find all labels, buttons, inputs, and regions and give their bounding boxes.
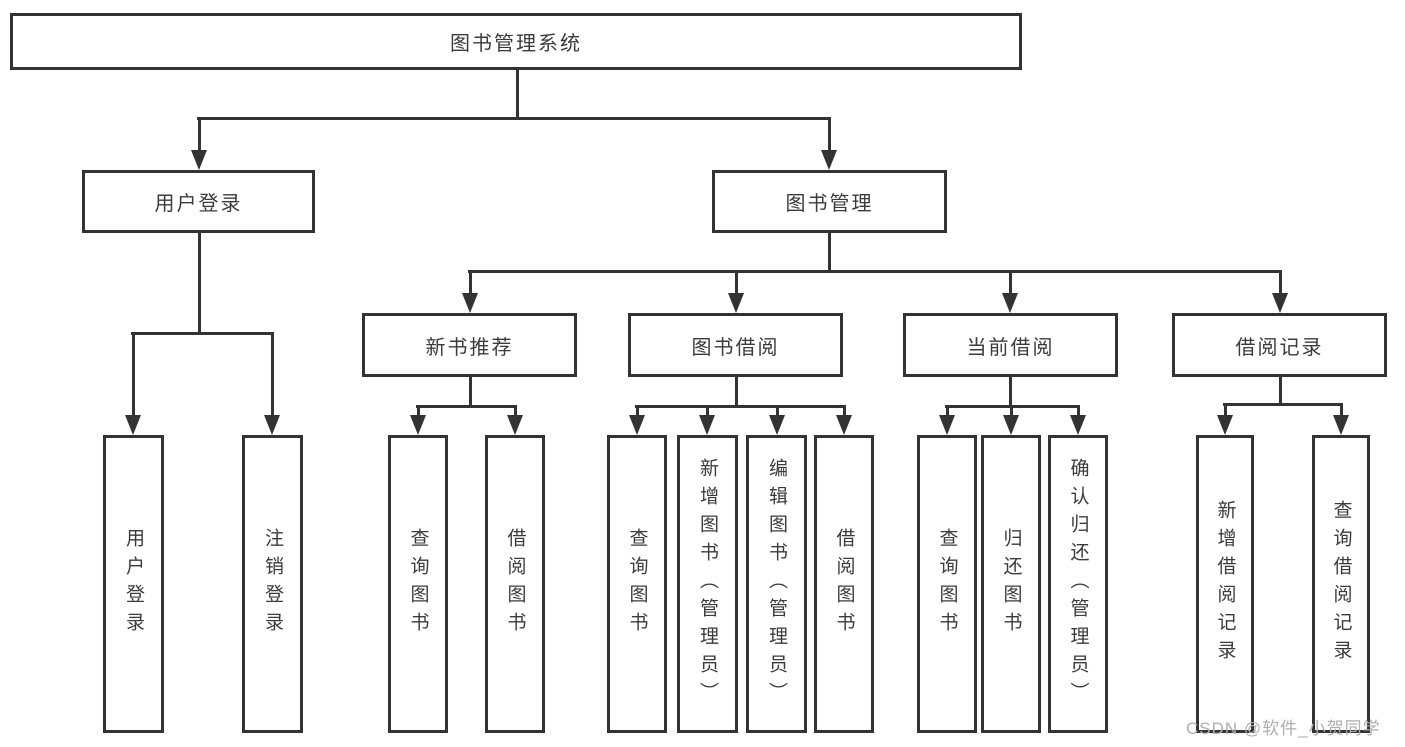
arrow-down-icon <box>1217 415 1233 435</box>
leaf-add-borrow-record: 新增借阅记录 <box>1196 435 1254 733</box>
connector-line <box>1009 272 1012 296</box>
arrow-down-icon <box>939 415 955 435</box>
node-root: 图书管理系统 <box>10 13 1022 70</box>
connector-line <box>1279 272 1282 296</box>
connector-line <box>735 377 738 407</box>
connector-line <box>417 405 420 417</box>
connector-line <box>198 233 201 335</box>
leaf-confirm-return-admin: 确认归还（管理员） <box>1048 435 1108 733</box>
node-book-management: 图书管理 <box>712 170 947 233</box>
connector-line <box>828 118 831 152</box>
connector-line <box>636 405 639 417</box>
arrow-down-icon <box>836 415 852 435</box>
connector-line <box>1077 405 1080 417</box>
connector-line <box>516 70 519 119</box>
leaf-user-login: 用户登录 <box>103 435 164 733</box>
arrow-down-icon <box>1272 293 1288 313</box>
connector-line <box>132 334 135 418</box>
connector-line <box>735 272 738 296</box>
leaf-add-book-admin: 新增图书（管理员） <box>677 435 738 733</box>
connector-line <box>1279 377 1282 405</box>
connector-line <box>1009 377 1012 407</box>
connector-line <box>514 405 517 417</box>
leaf-borrow-books-2: 借阅图书 <box>814 435 874 733</box>
arrow-down-icon <box>264 415 280 435</box>
connector-line <box>271 334 274 418</box>
arrow-down-icon <box>699 415 715 435</box>
arrow-down-icon <box>1070 415 1086 435</box>
arrow-down-icon <box>410 415 426 435</box>
connector-line <box>1340 403 1343 417</box>
arrow-down-icon <box>1333 415 1349 435</box>
leaf-edit-book-admin: 编辑图书（管理员） <box>746 435 807 733</box>
leaf-logout: 注销登录 <box>242 435 303 733</box>
connector-line <box>1010 405 1013 417</box>
connector-line <box>945 405 1080 408</box>
node-current-borrow: 当前借阅 <box>903 313 1118 377</box>
connector-line <box>843 405 846 417</box>
arrow-down-icon <box>821 150 837 170</box>
leaf-query-books-2: 查询图书 <box>607 435 667 733</box>
csdn-watermark: CSDN @软件_小贺同学 <box>1186 719 1381 738</box>
leaf-return-book: 归还图书 <box>981 435 1041 733</box>
node-new-book-recommend: 新书推荐 <box>362 313 577 377</box>
connector-line <box>131 332 274 335</box>
arrow-down-icon <box>191 150 207 170</box>
connector-line <box>469 377 472 407</box>
connector-line <box>416 405 517 408</box>
leaf-borrow-books-1: 借阅图书 <box>485 435 545 733</box>
connector-line <box>198 118 201 152</box>
arrow-down-icon <box>507 415 523 435</box>
connector-line <box>197 117 831 120</box>
connector-line <box>1224 403 1227 417</box>
leaf-query-books-3: 查询图书 <box>917 435 977 733</box>
connector-line <box>635 405 846 408</box>
arrow-down-icon <box>769 415 785 435</box>
connector-line <box>468 270 1282 273</box>
arrow-down-icon <box>629 415 645 435</box>
leaf-query-books-1: 查询图书 <box>388 435 448 733</box>
arrow-down-icon <box>125 415 141 435</box>
connector-line <box>469 272 472 296</box>
node-borrow-records: 借阅记录 <box>1172 313 1387 377</box>
arrow-down-icon <box>1003 415 1019 435</box>
arrow-down-icon <box>728 293 744 313</box>
connector-line <box>828 233 831 272</box>
connector-line <box>1223 403 1343 406</box>
connector-line <box>946 405 949 417</box>
connector-line <box>776 405 779 417</box>
arrow-down-icon <box>462 293 478 313</box>
node-user-login: 用户登录 <box>82 170 315 233</box>
leaf-query-borrow-record: 查询借阅记录 <box>1312 435 1370 733</box>
node-book-borrow: 图书借阅 <box>628 313 843 377</box>
connector-line <box>706 405 709 417</box>
arrow-down-icon <box>1002 293 1018 313</box>
